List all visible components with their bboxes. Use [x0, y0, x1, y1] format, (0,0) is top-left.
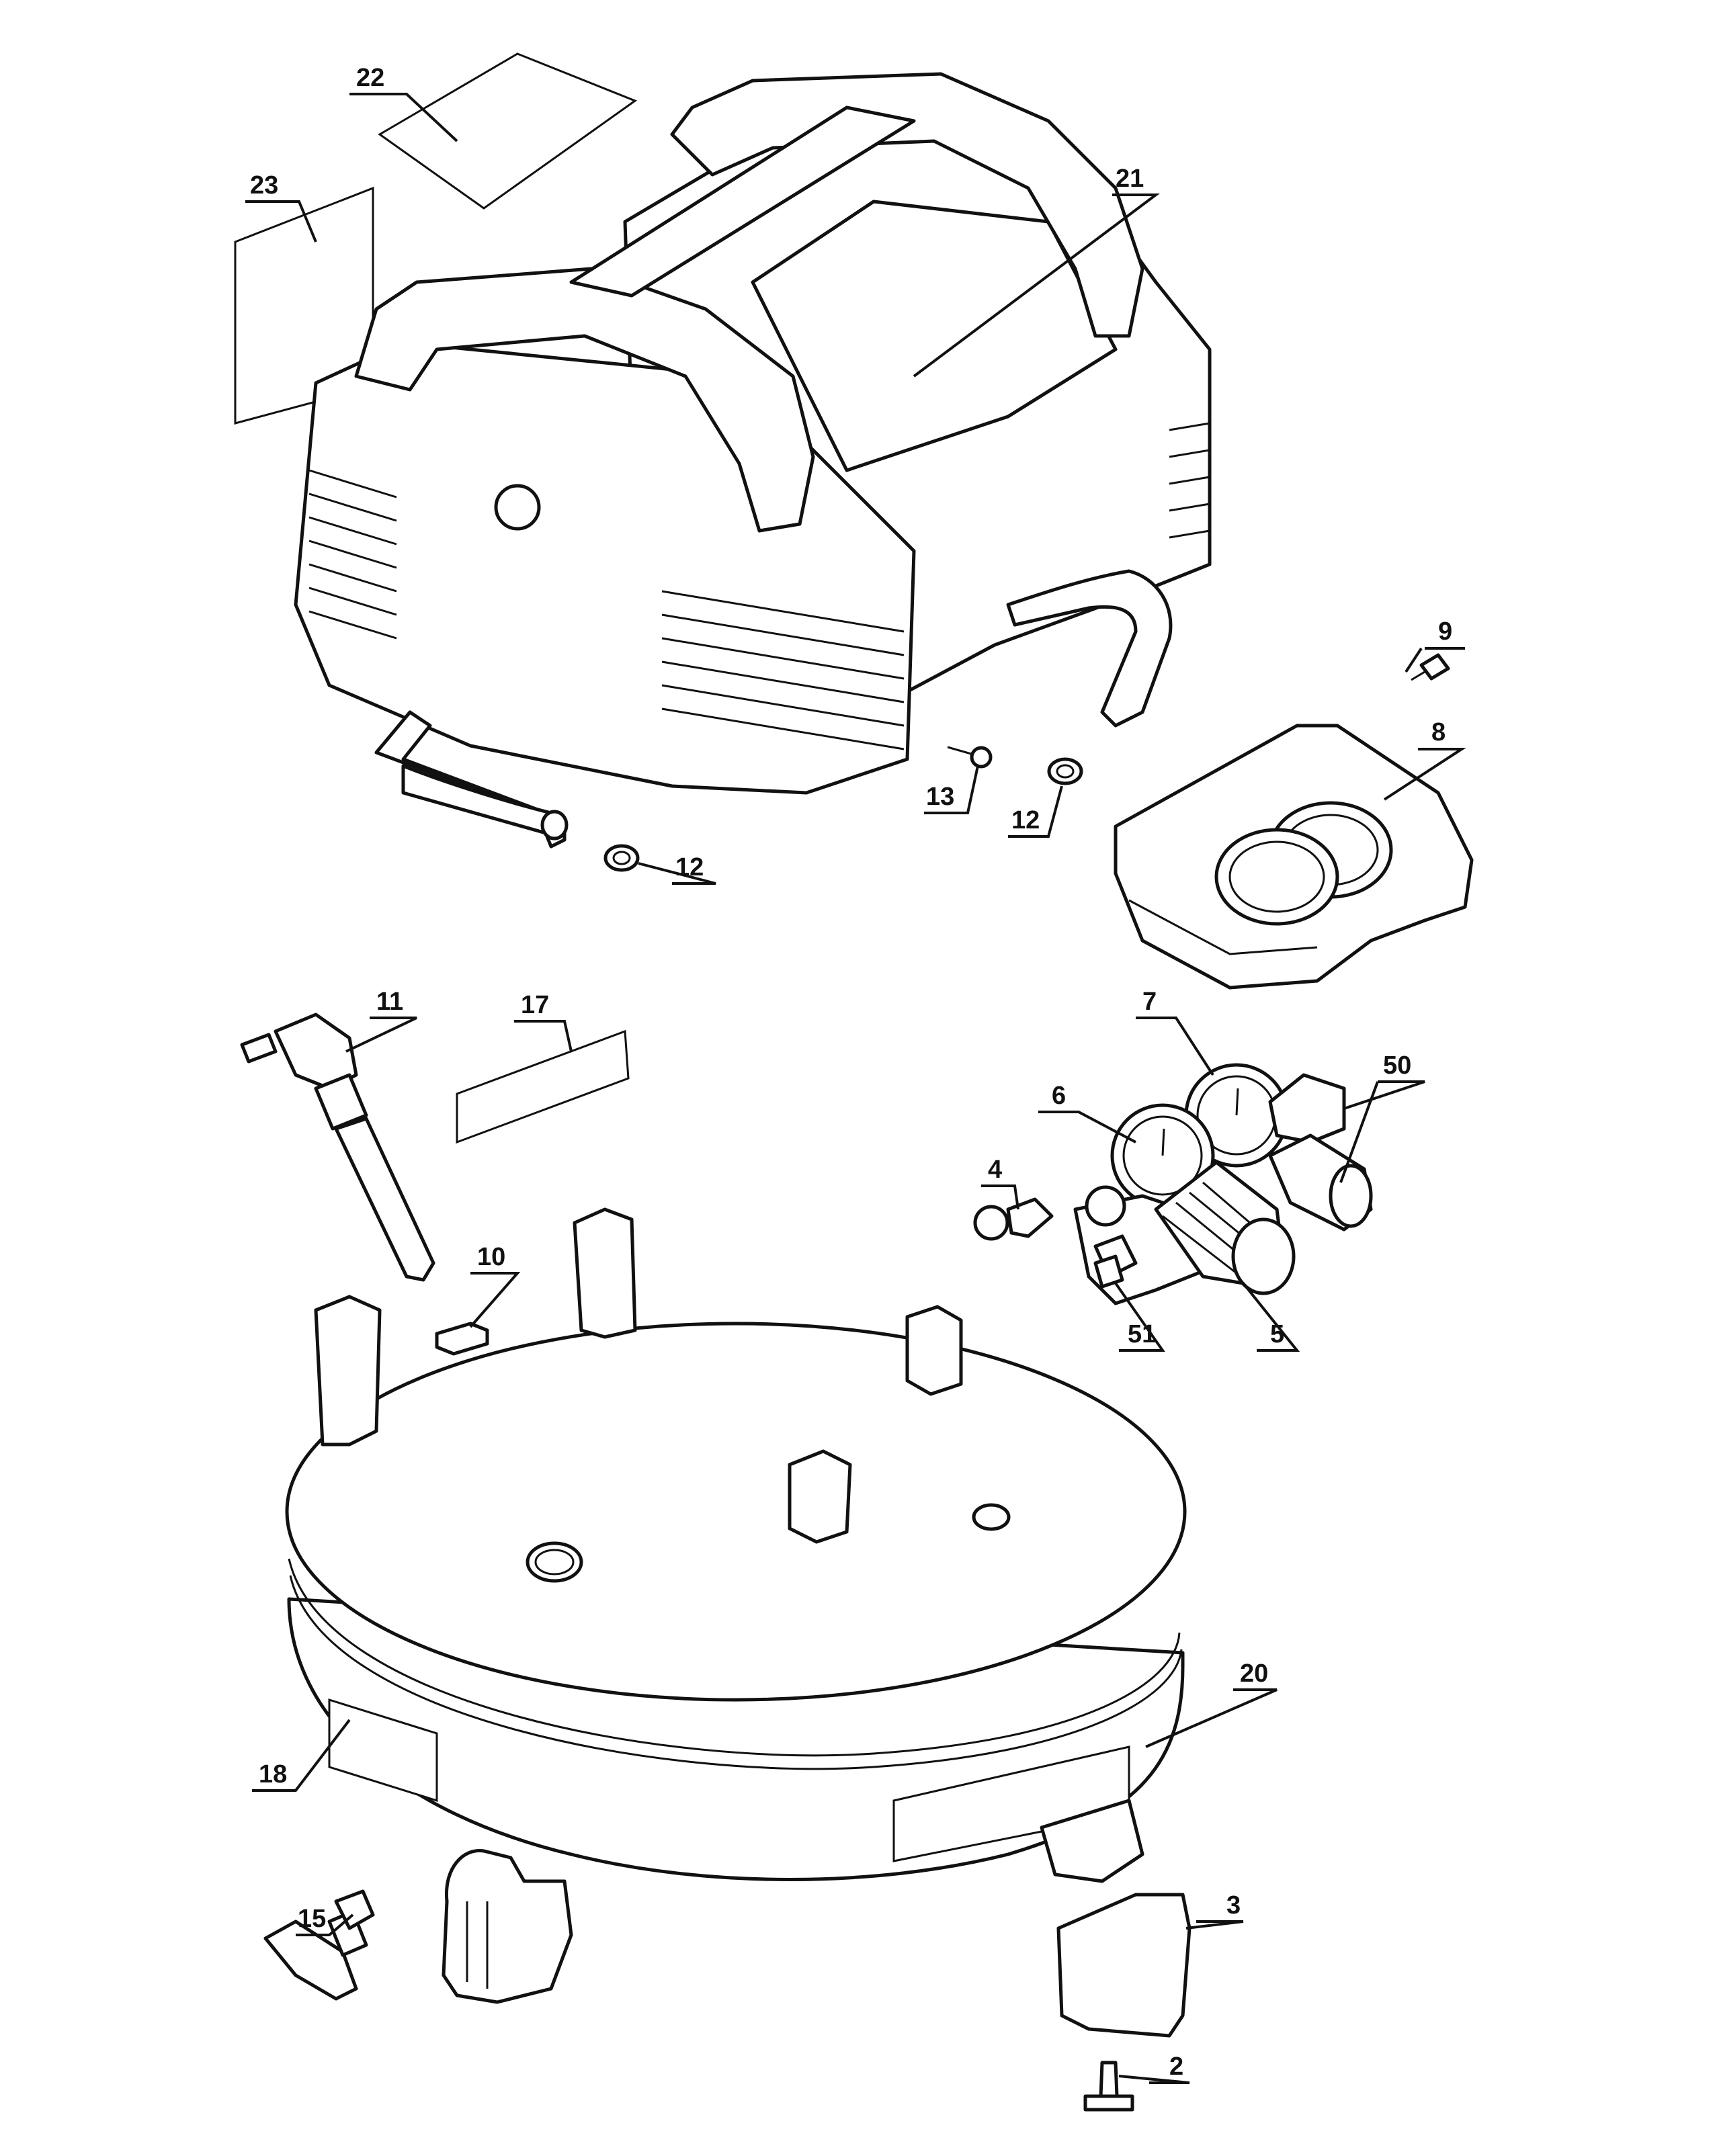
callout-51: 51 — [1128, 1320, 1156, 1348]
screw-9 — [1411, 653, 1450, 681]
callout-7: 7 — [1142, 988, 1157, 1016]
callout-21: 21 — [1116, 165, 1144, 193]
regulator-manifold — [973, 1063, 1373, 1305]
rubber-foot-3 — [1056, 1893, 1192, 2038]
callout-labels: 22 23 21 9 8 13 12 12 11 17 7 50 6 4 10 … — [250, 64, 1452, 2081]
regulator-knob-5 — [1154, 1160, 1296, 1295]
screw-13 — [947, 746, 993, 769]
callout-22: 22 — [356, 64, 384, 92]
shroud-assembly — [294, 72, 1212, 849]
decal-22 — [378, 52, 638, 210]
callout-6: 6 — [1052, 1082, 1066, 1110]
drain-valve-15 — [263, 1889, 375, 2001]
clamp-12-left — [603, 844, 640, 872]
decal-17 — [456, 1029, 630, 1144]
callout-18: 18 — [259, 1760, 287, 1788]
callout-12-right: 12 — [1011, 806, 1040, 834]
callout-50: 50 — [1383, 1051, 1411, 1080]
manifold-cover-8 — [1114, 724, 1474, 990]
callout-11: 11 — [376, 988, 403, 1016]
callout-15: 15 — [298, 1905, 326, 1933]
air-tank-20 — [285, 1207, 1187, 2004]
callout-3: 3 — [1226, 1891, 1241, 1920]
callout-5: 5 — [1270, 1320, 1284, 1348]
callout-4: 4 — [988, 1156, 1002, 1184]
callout-10: 10 — [477, 1243, 505, 1271]
callout-8: 8 — [1431, 718, 1446, 746]
elbow-fitting-11 — [240, 1012, 435, 1282]
callout-13: 13 — [926, 783, 954, 811]
side-vents — [1169, 422, 1210, 539]
safety-valve-4 — [973, 1197, 1054, 1241]
callout-12-left: 12 — [675, 853, 704, 881]
callout-17: 17 — [521, 991, 549, 1019]
callout-9: 9 — [1438, 617, 1452, 646]
front-vents — [308, 469, 905, 750]
pad-10 — [435, 1322, 489, 1356]
shroud-knob — [494, 484, 541, 531]
leader-lines — [245, 93, 1466, 2084]
callout-2: 2 — [1169, 2053, 1183, 2081]
callout-20: 20 — [1240, 1659, 1268, 1688]
callout-23: 23 — [250, 171, 278, 200]
bolt-2 — [1083, 2061, 1134, 2112]
clamp-12-right — [1047, 757, 1083, 785]
